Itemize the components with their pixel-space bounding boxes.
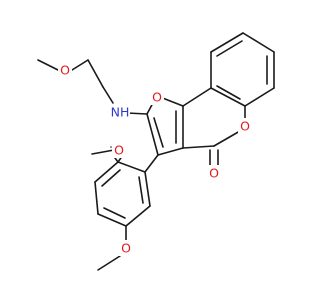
bond-c4p-c5p bbox=[97, 213, 127, 227]
molecule-canvas: O NH O O O O O bbox=[37, 32, 275, 271]
atom-nh-label: NH bbox=[111, 105, 130, 120]
bond-c3-c2 bbox=[146, 113, 159, 156]
atom-o-furan-label: O bbox=[152, 90, 162, 105]
bond-ch2-ch2-chain bbox=[87, 59, 104, 88]
bond-c9-c8 bbox=[210, 32, 244, 53]
bond-ch2-nh bbox=[102, 86, 114, 104]
atom-o-chromenone-ring: O bbox=[238, 118, 252, 134]
bond-c3a-c3 bbox=[157, 147, 184, 156]
bond-c6-c5a bbox=[244, 87, 275, 107]
bond-c9a-c5a bbox=[210, 87, 246, 107]
bond-c1p-c2p bbox=[117, 161, 146, 173]
bond-c5p-c6p bbox=[125, 205, 151, 227]
bond-c6p-c1p-inner bbox=[138, 176, 144, 204]
bond-c4p-c5p-inner bbox=[103, 207, 126, 219]
bond-c2p-c3p bbox=[94, 161, 119, 183]
bond-c3p-c4p bbox=[94, 181, 99, 215]
bond-nh-c2 bbox=[126, 112, 148, 115]
bond-c9-c8-inner bbox=[216, 40, 243, 57]
bond-c4-c3a bbox=[182, 145, 215, 149]
bond-ch3-o-chain bbox=[37, 59, 59, 71]
molecule-structure: O NH O O O O O bbox=[37, 32, 275, 271]
bond-c5a-c9a-inner bbox=[216, 85, 241, 100]
atom-o-methoxyethyl: O bbox=[58, 62, 72, 78]
bond-c6p-c1p bbox=[144, 171, 151, 207]
atom-o-methoxy-2-label: O bbox=[114, 143, 124, 158]
atom-o-chromenone-ring-label: O bbox=[240, 119, 250, 134]
atom-o-carbonyl: O bbox=[207, 165, 221, 181]
bonds bbox=[37, 32, 275, 271]
atom-o-methoxy-5: O bbox=[119, 240, 133, 256]
bond-o-methoxy-2-ch3 bbox=[91, 149, 115, 155]
atom-labels: O NH O O O O O bbox=[58, 62, 252, 256]
atom-o-methoxyethyl-label: O bbox=[60, 63, 70, 78]
atom-o-furan: O bbox=[150, 89, 164, 105]
atom-o-methoxy-2: O bbox=[112, 142, 126, 158]
atom-nh: NH bbox=[110, 104, 130, 120]
bond-o-ring-c4 bbox=[213, 130, 241, 147]
bond-c3-c2-inner bbox=[153, 117, 164, 148]
atom-o-methoxy-5-label: O bbox=[121, 241, 131, 256]
bond-c3-c1p bbox=[144, 154, 159, 173]
bond-c9b-c9a bbox=[182, 87, 212, 107]
atom-o-carbonyl-label: O bbox=[209, 166, 219, 181]
bond-o-ch2-chain bbox=[71, 59, 89, 71]
bond-c2p-c3p-inner bbox=[101, 169, 121, 187]
bond-c8-c7 bbox=[242, 32, 275, 53]
bond-o-methoxy-5-ch3 bbox=[97, 255, 121, 271]
